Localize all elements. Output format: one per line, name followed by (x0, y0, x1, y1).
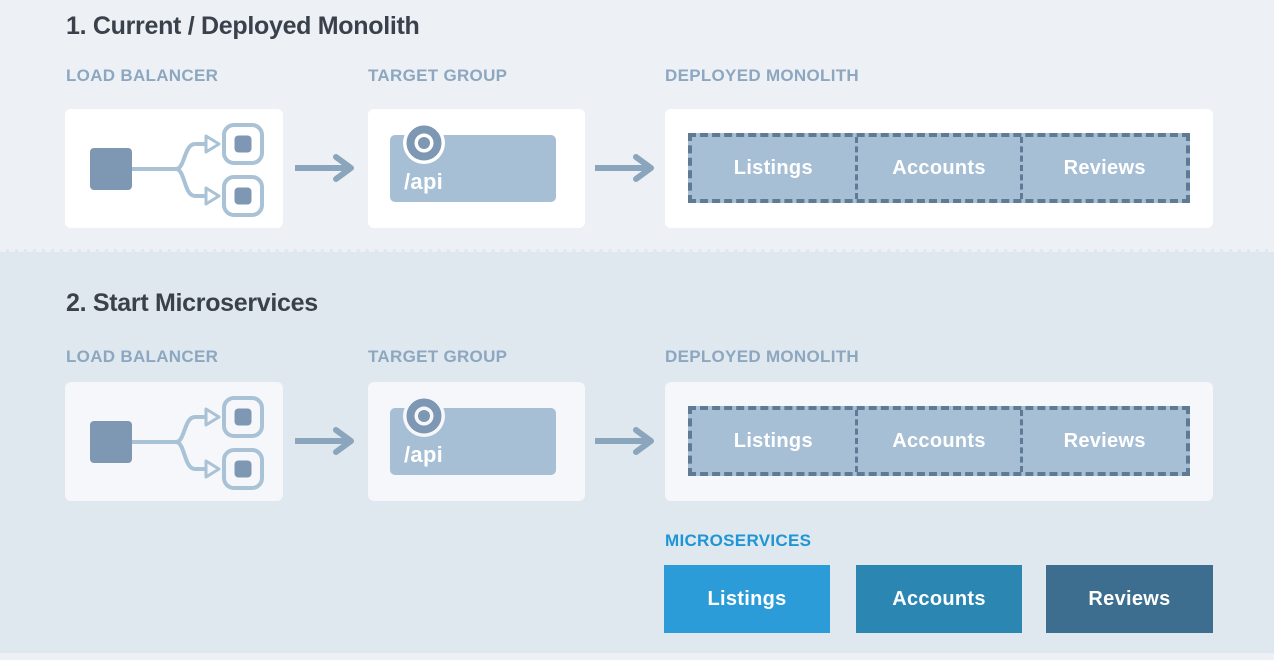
section-1-title: 1. Current / Deployed Monolith (66, 12, 420, 40)
load-balancer-icon (65, 109, 283, 228)
target-icon (402, 121, 446, 165)
label-deployed-monolith-2: DEPLOYED MONOLITH (665, 347, 859, 366)
flow-arrow-icon (595, 153, 657, 183)
monolith-segment-accounts: Accounts (854, 137, 1021, 199)
microservice-reviews-button[interactable]: Reviews (1046, 565, 1213, 633)
monolith-container-1: Listings Accounts Reviews (688, 133, 1190, 203)
api-path-label: /api (404, 169, 444, 194)
label-load-balancer-2: LOAD BALANCER (66, 347, 219, 366)
target-group-card-2: /api (368, 382, 585, 501)
section-2-title: 2. Start Microservices (66, 289, 318, 317)
target-group-card-1: /api (368, 109, 585, 228)
monolith-segment-reviews: Reviews (1020, 410, 1186, 472)
monolith-segment-accounts: Accounts (854, 410, 1021, 472)
label-deployed-monolith-1: DEPLOYED MONOLITH (665, 66, 859, 85)
section-start-microservices: 2. Start Microservices LOAD BALANCER TAR… (0, 249, 1274, 660)
monolith-segment-listings: Listings (733, 156, 813, 179)
microservice-listings-button[interactable]: Listings (664, 565, 830, 633)
load-balancer-card-2 (65, 382, 283, 501)
label-target-group-2: TARGET GROUP (368, 347, 508, 366)
load-balancer-card-1 (65, 109, 283, 228)
monolith-segment-reviews: Reviews (1020, 137, 1186, 199)
monolith-segment-listings: Listings (733, 429, 813, 452)
deployed-monolith-card-2: Listings Accounts Reviews (665, 382, 1213, 501)
target-icon (402, 394, 446, 438)
label-load-balancer-1: LOAD BALANCER (66, 66, 219, 85)
flow-arrow-icon (595, 426, 657, 456)
deployed-monolith-card-1: Listings Accounts Reviews (665, 109, 1213, 228)
microservice-accounts-button[interactable]: Accounts (856, 565, 1022, 633)
flow-arrow-icon (295, 426, 357, 456)
label-target-group-1: TARGET GROUP (368, 66, 508, 85)
load-balancer-icon (65, 382, 283, 501)
label-microservices: MICROSERVICES (665, 531, 812, 550)
monolith-container-2: Listings Accounts Reviews (688, 406, 1190, 476)
api-path-label: /api (404, 442, 444, 467)
section-current-monolith: 1. Current / Deployed Monolith LOAD BALA… (0, 0, 1274, 249)
next-section-divider (0, 653, 1274, 660)
flow-arrow-icon (295, 153, 357, 183)
